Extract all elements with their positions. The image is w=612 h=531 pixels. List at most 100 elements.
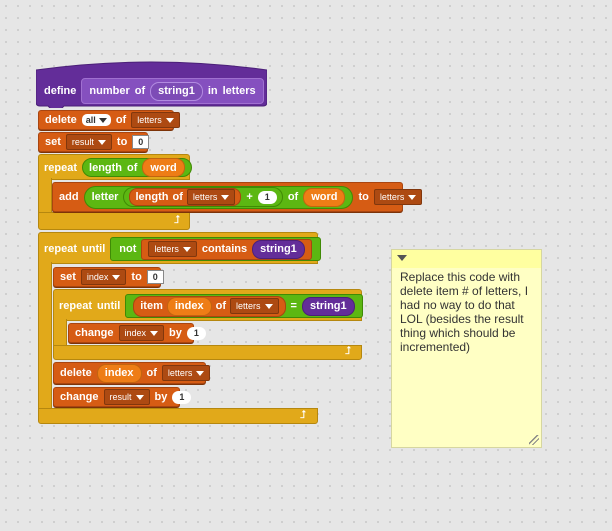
until-label: until [97, 300, 121, 312]
list-dropdown-value: letters [167, 368, 193, 378]
by-label: by [169, 327, 182, 339]
target-list-dropdown[interactable]: letters [373, 189, 423, 205]
set-result-block[interactable]: set result to 0 [38, 132, 150, 152]
length-of-list-reporter[interactable]: length of letters [129, 188, 242, 206]
list-dropdown[interactable]: letters [186, 189, 236, 205]
number-input[interactable]: 1 [186, 326, 206, 340]
resize-handle-icon[interactable] [529, 435, 539, 445]
set-index-block[interactable]: set index to 0 [53, 267, 164, 287]
index-reporter[interactable]: index [166, 296, 212, 316]
letter-label: letter [91, 191, 119, 203]
to-label: to [131, 271, 142, 283]
value-input[interactable]: 0 [132, 135, 150, 149]
repeat-until-contains-bottom [38, 408, 318, 424]
chevron-down-icon [135, 394, 144, 400]
list-dropdown[interactable]: letters [148, 241, 197, 257]
not-operator[interactable]: not letters contains string1 [110, 237, 321, 261]
list-contains-predicate[interactable]: letters contains string1 [141, 238, 312, 260]
not-label: not [119, 243, 137, 255]
chevron-down-icon [221, 194, 230, 200]
repeat-loop-icon: ⮥ [174, 214, 181, 226]
repeat-until-item-bottom [53, 345, 362, 360]
item-of-list-reporter[interactable]: item index of letters [133, 295, 286, 317]
chevron-down-icon [98, 117, 107, 123]
comment-title-bar[interactable] [392, 250, 541, 268]
length-of-reporter[interactable]: length of word [82, 158, 192, 177]
repeat-until-contains-arm [38, 262, 52, 408]
list-dropdown-value: letters [154, 244, 179, 254]
param-string1[interactable]: string1 [301, 296, 355, 316]
chevron-down-icon [196, 370, 205, 376]
define-word-in: in [207, 85, 218, 97]
variable-dropdown-value: index [124, 328, 147, 338]
by-label: by [154, 391, 168, 403]
of-label: of [287, 191, 299, 203]
param-string1[interactable]: string1 [150, 81, 203, 101]
add-label: add [59, 191, 79, 203]
item-dropdown[interactable]: all [81, 114, 111, 126]
define-label: define [44, 85, 77, 97]
list-dropdown-value: letters [137, 115, 162, 125]
define-word-number: number [89, 85, 130, 97]
define-word-letters: letters [222, 85, 256, 97]
letter-of-reporter[interactable]: letter length of letters + 1 of word [83, 185, 354, 209]
of-label: of [146, 367, 157, 379]
list-dropdown[interactable]: letters [230, 298, 279, 314]
variable-dropdown[interactable]: index [118, 325, 165, 341]
variable-dropdown-value: result [71, 137, 94, 147]
equals-label: = [290, 300, 297, 312]
list-dropdown[interactable]: letters [161, 365, 211, 381]
comment-note[interactable]: Replace this code with delete item # of … [391, 249, 542, 448]
repeat-length-block-bottom [38, 212, 190, 230]
variable-dropdown-value: index [86, 272, 109, 282]
plus-label: + [246, 191, 253, 203]
length-label: length [89, 161, 123, 174]
param-string1[interactable]: string1 [252, 239, 305, 259]
number-input[interactable]: 1 [172, 390, 192, 404]
change-index-block[interactable]: change index by 1 [68, 323, 206, 343]
set-label: set [60, 271, 76, 283]
variable-dropdown[interactable]: index [80, 269, 127, 285]
change-result-block[interactable]: change result by 1 [53, 387, 192, 407]
variable-dropdown[interactable]: result [65, 134, 112, 150]
chevron-down-icon [150, 330, 159, 336]
word-reporter[interactable]: word [303, 187, 346, 207]
repeat-until-item-arm [53, 319, 67, 345]
number-input[interactable]: 1 [257, 190, 277, 204]
chevron-down-icon [408, 194, 417, 200]
contains-label: contains [201, 243, 248, 255]
target-list-dropdown-value: letters [379, 192, 405, 202]
variable-dropdown[interactable]: result [103, 389, 150, 405]
to-label: to [116, 136, 128, 148]
length-label: length [135, 191, 169, 203]
define-word-of: of [134, 85, 146, 97]
plus-operator[interactable]: length of letters + 1 [123, 187, 283, 207]
chevron-down-icon [182, 246, 191, 252]
custom-block-prototype[interactable]: number of string1 in letters [81, 78, 264, 104]
delete-label: delete [45, 114, 77, 126]
set-label: set [45, 136, 61, 148]
word-reporter[interactable]: word [142, 158, 185, 177]
item-label: item [140, 300, 163, 312]
delete-label: delete [60, 367, 92, 379]
list-dropdown[interactable]: letters [131, 112, 180, 128]
until-label: until [82, 243, 106, 255]
define-hat-block[interactable]: define number of string1 in letters [36, 60, 267, 108]
equals-operator[interactable]: item index of letters = string1 [125, 294, 363, 318]
collapse-triangle-icon[interactable] [397, 255, 407, 261]
index-reporter[interactable]: index [96, 363, 142, 383]
change-label: change [75, 327, 114, 339]
value-input[interactable]: 0 [146, 270, 164, 284]
of-label: of [215, 300, 226, 312]
list-dropdown-value: letters [192, 192, 218, 202]
comment-text[interactable]: Replace this code with delete item # of … [400, 270, 529, 354]
repeat-label: repeat [44, 243, 78, 255]
item-dropdown-value: all [85, 115, 96, 125]
chevron-down-icon [264, 303, 273, 309]
list-dropdown-value: letters [236, 301, 261, 311]
of-label: of [172, 191, 183, 203]
delete-all-block[interactable]: delete all of letters [38, 110, 180, 130]
repeat-label: repeat [44, 161, 78, 174]
add-to-list-block[interactable]: add letter length of letters + 1 of word… [52, 182, 423, 212]
delete-index-block[interactable]: delete index of letters [53, 362, 211, 384]
